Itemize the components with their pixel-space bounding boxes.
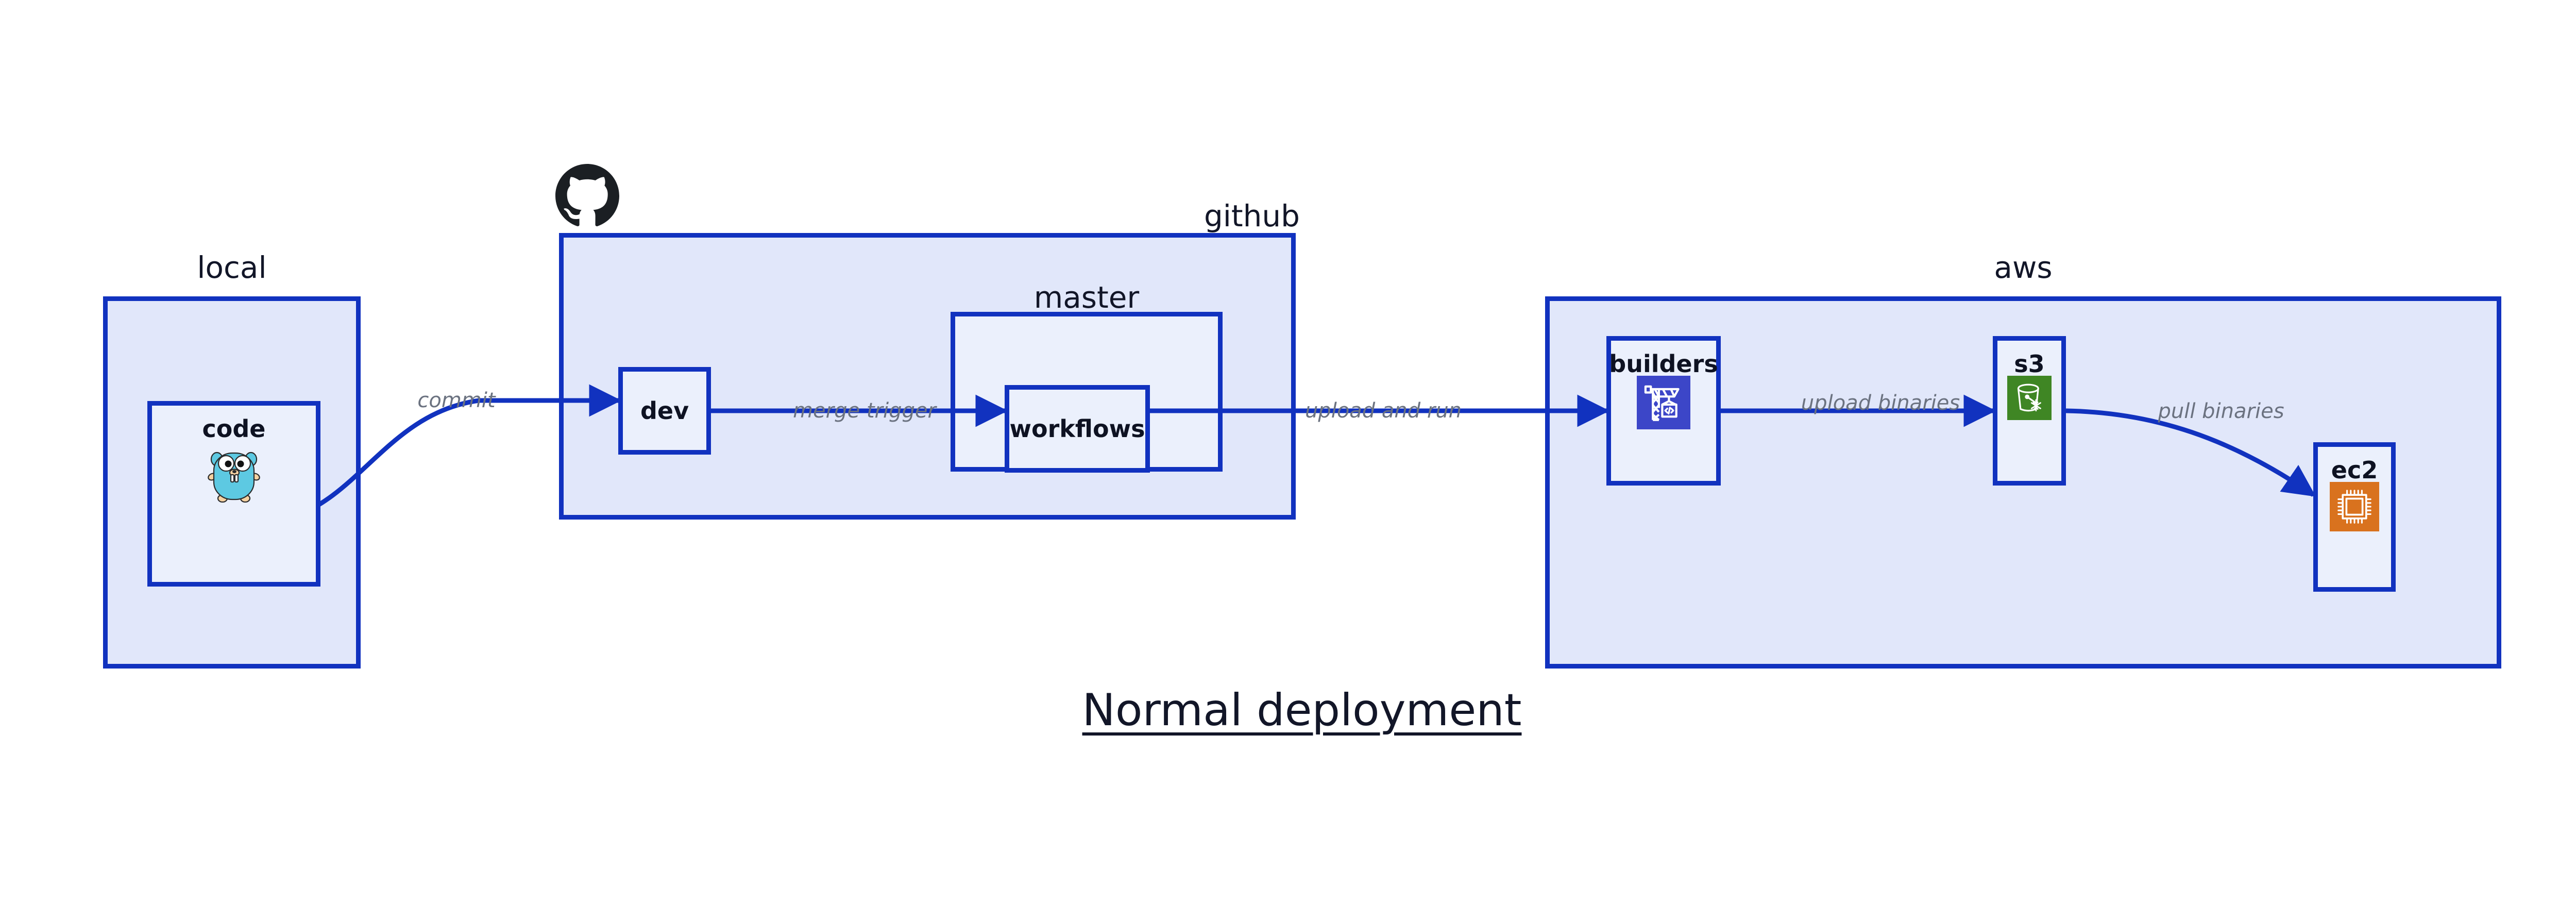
aws-s3-glacier-icon <box>2007 376 2052 422</box>
node-code[interactable]: code <box>147 401 320 587</box>
aws-codebuild-icon <box>1637 376 1690 431</box>
cluster-label-github: github <box>1204 198 1300 233</box>
edge-label-pull-binaries: pull binaries <box>2158 399 2284 423</box>
node-builders[interactable]: builders <box>1606 336 1721 486</box>
cluster-label-master: master <box>1033 280 1140 315</box>
edge-label-upload-binaries: upload binaries <box>1801 391 1960 415</box>
node-label-s3: s3 <box>2014 350 2045 378</box>
go-gopher-icon <box>206 441 262 505</box>
aws-ec2-icon <box>2330 482 2379 533</box>
edge-label-merge-trigger: merge trigger <box>793 399 936 423</box>
github-octocat-icon <box>555 164 619 230</box>
edge-label-upload-and-run: upload and run <box>1304 399 1462 423</box>
node-s3[interactable]: s3 <box>1993 336 2066 486</box>
diagram-title: Normal deployment <box>1082 684 1522 736</box>
cluster-label-aws: aws <box>1994 250 2053 285</box>
node-label-ec2: ec2 <box>2331 456 2378 484</box>
edge-label-commit: commit <box>417 389 496 412</box>
node-workflows[interactable]: workflows <box>1005 385 1150 473</box>
cluster-label-local: local <box>197 250 267 285</box>
node-dev[interactable]: dev <box>618 367 711 455</box>
node-ec2[interactable]: ec2 <box>2313 442 2396 592</box>
node-label-code: code <box>202 415 266 443</box>
node-label-builders: builders <box>1609 350 1718 378</box>
node-label-workflows: workflows <box>1009 415 1145 443</box>
node-label-dev: dev <box>640 397 689 425</box>
